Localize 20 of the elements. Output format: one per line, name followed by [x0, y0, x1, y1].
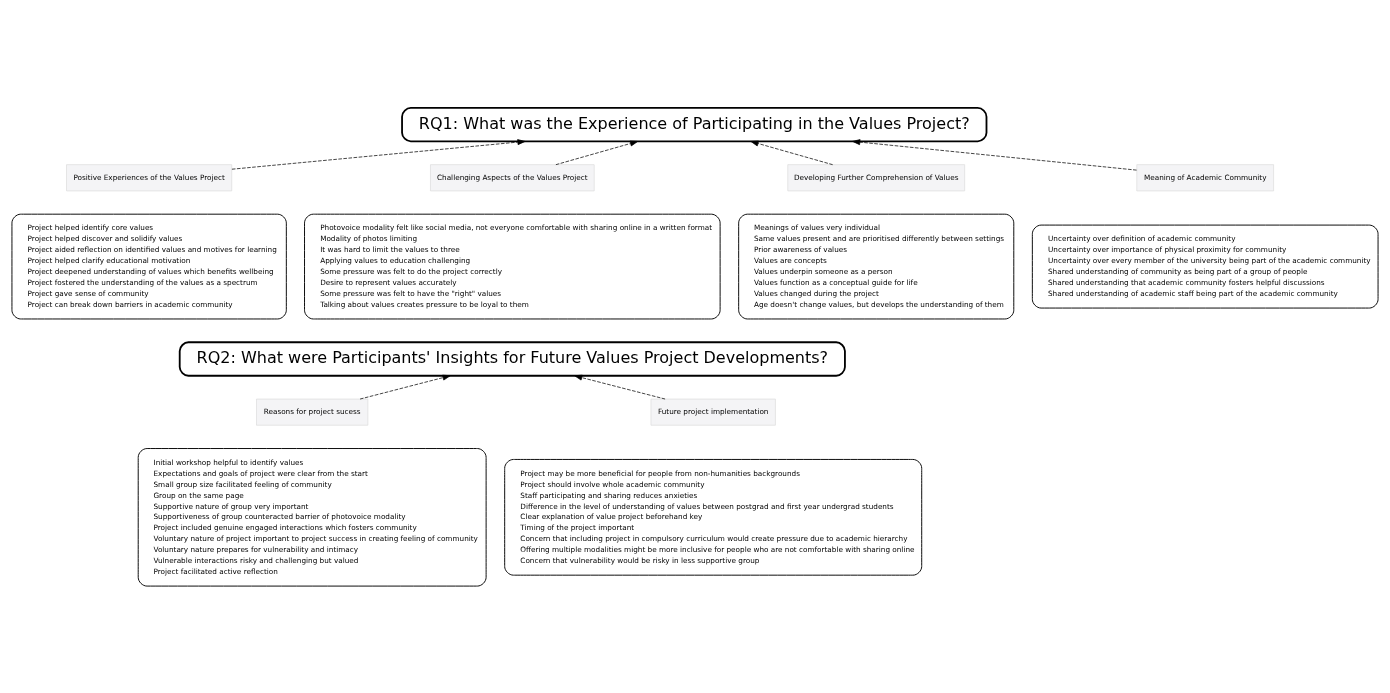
node-box: Project helped identify core values Project helped discover and solidify values Project aided reflection on identified values and motives for learning Project helped clarify educational motivation Project deepened understanding of values which benefits wellbeing Project fostered the understanding of the values as a spectrum Project gave sense of community Project can break down barriers in academic community: [11, 213, 287, 319]
node-box: Initial workshop helpful to identify values Expectations and goals of project were clear from the start Small group size facilitated feeling of community Group on the same page Supportive nature of group very important Supportiveness of group counteracted barrier of photovoice modality Project included genuine engaged interactions which fosters community Voluntary nature of project important to project success in creating feeling of community Voluntary nature prepares for vulnerability and intimacy Vulnerable interactions risky and challenging but valued Project facilitated active reflection: [137, 447, 487, 587]
arrow: [359, 374, 451, 399]
node-box: Positive Experiences of the Values Project: [66, 163, 233, 191]
node-box: Developing Further Comprehension of Values: [787, 163, 966, 191]
node-box: Project may be more beneficial for people from non-humanities backgrounds Project should involve whole academic community Staff participating and sharing reduces anxieties Difference in the level of understanding of values between postgrad and first year undergrad students Clear explanation of value project beforehand key Timing of the project important Concern that including project in compulsory curriculum would create pressure due to academic hierarchy Offering multiple modalities might be more inclusive for people who are not comfortable with sharing online Concern that vulnerability would be risky in less supportive group: [504, 458, 923, 576]
arrow: [555, 140, 638, 165]
arrow: [750, 140, 833, 165]
arrow: [231, 138, 526, 170]
node-box: Reasons for project sucess: [256, 398, 369, 426]
node-box: Future project implementation: [650, 398, 776, 426]
node-box: Meanings of values very individual Same values present and are prioritised differently between settings Prior awareness of values Values are concepts Values underpin someone as a person Values function as a conceptual guide for life Values changed during the project Age doesn't change values, but develops the understanding of them: [738, 213, 1015, 319]
arrow: [574, 374, 666, 399]
node-box: Uncertainty over definition of academic community Uncertainty over importance of physical proximity for community Uncertainty over every member of the university being part of the academic community Shared understanding of community as being part of a group of people Shared understanding that academic community fosters helpful discussions Shared understanding of academic staff being part of the academic community: [1031, 224, 1379, 309]
node-box: Photovoice modality felt like social media, not everyone comfortable with sharing online in a written format Modality of photos limiting It was hard to limit the values to three Applying values to education challenging Some pressure was felt to do the project correctly Desire to represent values accurately Some pressure was felt to have the "right" values Talking about values creates pressure to be loyal to them: [304, 213, 721, 319]
node-box: Meaning of Academic Community: [1136, 163, 1274, 191]
node-box: Challenging Aspects of the Values Project: [430, 163, 595, 191]
node-box: RQ2: What were Participants' Insights for Future Values Project Developments?: [178, 340, 846, 377]
node-box: RQ1: What was the Experience of Participating in the Values Project?: [401, 106, 988, 142]
arrow: [852, 138, 1137, 170]
